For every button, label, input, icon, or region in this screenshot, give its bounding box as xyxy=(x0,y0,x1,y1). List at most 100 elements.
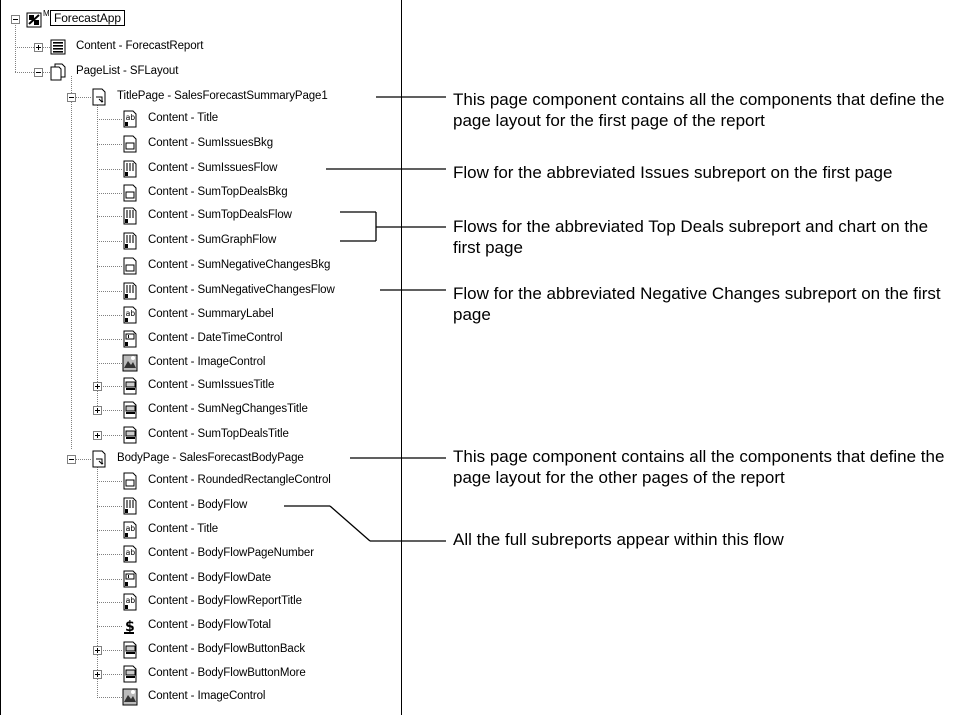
text-control-icon: ab xyxy=(122,306,138,324)
datetime-control-icon xyxy=(122,330,138,348)
callout-text: All the full subreports appear within th… xyxy=(453,530,784,549)
tree-node-label[interactable]: Content - ForecastReport xyxy=(76,40,204,52)
expand-node-button[interactable] xyxy=(34,43,43,52)
tree-node-label[interactable]: Content - Title xyxy=(148,523,219,535)
tree-node-label[interactable]: Content - BodyFlowTotal xyxy=(148,619,271,631)
tree-node-label[interactable]: Content - DateTimeControl xyxy=(148,332,283,344)
tree-connector-vertical xyxy=(97,463,98,698)
tree-node-label[interactable]: Content - ImageControl xyxy=(148,690,266,702)
tree-node-label[interactable]: Content - SumGraphFlow xyxy=(148,234,277,246)
tree-node-label[interactable]: Content - SumNegativeChangesFlow xyxy=(148,284,335,296)
tree-node-label[interactable]: ForecastApp xyxy=(50,10,125,26)
collapse-node-button[interactable] xyxy=(67,93,76,102)
frame-icon xyxy=(122,641,138,659)
currency-control-icon: $ xyxy=(122,617,138,635)
tree-node-label[interactable]: PageList - SFLayout xyxy=(76,65,179,77)
svg-text:ab: ab xyxy=(126,596,136,605)
tree-node-label[interactable]: Content - SumTopDealsFlow xyxy=(148,209,292,221)
rectangle-control-icon xyxy=(122,135,138,153)
flow-icon xyxy=(122,497,138,515)
tree-node-label[interactable]: TitlePage - SalesForecastSummaryPage1 xyxy=(117,90,328,102)
tree-connector-horizontal xyxy=(97,386,122,387)
collapse-node-button[interactable] xyxy=(34,68,43,77)
tree-connector-horizontal xyxy=(97,554,122,555)
tree-connector-vertical xyxy=(71,76,72,449)
tree-connector-horizontal xyxy=(97,410,122,411)
tree-node-label[interactable]: Content - SumIssuesBkg xyxy=(148,137,273,149)
tree-node-label[interactable]: BodyPage - SalesForecastBodyPage xyxy=(117,452,304,464)
expand-node-button[interactable] xyxy=(93,646,102,655)
tree-connector-horizontal xyxy=(97,481,122,482)
callout-text: Flow for the abbreviated Negative Change… xyxy=(453,284,941,324)
tree-connector-horizontal xyxy=(97,339,122,340)
tree-node-label[interactable]: Content - SumIssuesTitle xyxy=(148,379,275,391)
tree-connector-horizontal xyxy=(97,579,122,580)
tree-connector-horizontal xyxy=(97,144,122,145)
flow-icon xyxy=(122,160,138,178)
tree-node-label[interactable]: Content - SummaryLabel xyxy=(148,308,274,320)
text-control-icon: ab xyxy=(122,545,138,563)
tree-node-label[interactable]: Content - SumNegChangesTitle xyxy=(148,403,308,415)
frame-icon xyxy=(122,377,138,395)
tree-node-label[interactable]: Content - ImageControl xyxy=(148,356,266,368)
tree-connector-vertical xyxy=(97,101,98,414)
tree-connector-horizontal xyxy=(97,193,122,194)
callout-text: This page component contains all the com… xyxy=(453,90,945,130)
page-icon xyxy=(91,450,107,468)
tree-node-label[interactable]: Content - SumTopDealsTitle xyxy=(148,428,289,440)
frame-icon xyxy=(122,426,138,444)
tree-node-label[interactable]: Content - BodyFlow xyxy=(148,499,248,511)
expand-node-button[interactable] xyxy=(93,431,102,440)
tree-connector-horizontal xyxy=(97,435,122,436)
callout-text: Flows for the abbreviated Top Deals subr… xyxy=(453,217,929,257)
expand-node-button[interactable] xyxy=(93,406,102,415)
datetime-control-icon xyxy=(122,570,138,588)
tree-node-label[interactable]: Content - BodyFlowDate xyxy=(148,572,272,584)
tree-connector-horizontal xyxy=(97,697,122,698)
tree-connector-horizontal xyxy=(15,72,50,73)
tree-connector-horizontal xyxy=(97,506,122,507)
tree-node-label[interactable]: Content - SumTopDealsBkg xyxy=(148,186,288,198)
flow-icon xyxy=(122,207,138,225)
tree-connector-horizontal xyxy=(71,459,91,460)
expand-node-button[interactable] xyxy=(93,670,102,679)
tree-connector-horizontal xyxy=(97,650,122,651)
app-icon xyxy=(26,10,42,28)
collapse-node-button[interactable] xyxy=(67,455,76,464)
svg-text:ab: ab xyxy=(126,524,136,533)
tree-connector-horizontal xyxy=(97,626,122,627)
tree-connector-horizontal xyxy=(97,674,122,675)
tree-node-label[interactable]: Content - BodyFlowButtonMore xyxy=(148,667,306,679)
image-control-icon xyxy=(122,688,138,706)
rectangle-control-icon xyxy=(122,257,138,275)
tree-node-label[interactable]: Content - SumIssuesFlow xyxy=(148,162,278,174)
tree-connector-horizontal xyxy=(97,315,122,316)
text-control-icon: ab xyxy=(122,110,138,128)
tree-node-label[interactable]: Content - Title xyxy=(148,112,219,124)
tree-connector-horizontal xyxy=(97,530,122,531)
tree-node-label[interactable]: Content - BodyFlowReportTitle xyxy=(148,595,302,607)
svg-text:$: $ xyxy=(125,619,135,635)
tree-node-label[interactable]: Content - BodyFlowButtonBack xyxy=(148,643,306,655)
text-control-icon: ab xyxy=(122,521,138,539)
svg-text:ab: ab xyxy=(126,309,136,318)
root-marker: M xyxy=(43,9,50,18)
flow-icon xyxy=(122,232,138,250)
tree-node-label[interactable]: Content - BodyFlowPageNumber xyxy=(148,547,314,559)
tree-connector-horizontal xyxy=(97,241,122,242)
tree-node-label[interactable]: Content - RoundedRectangleControl xyxy=(148,474,331,486)
rectangle-control-icon xyxy=(122,184,138,202)
tree-connector-horizontal xyxy=(97,216,122,217)
tree-connector-horizontal xyxy=(97,363,122,364)
page-icon xyxy=(91,88,107,106)
frame-icon xyxy=(122,665,138,683)
tree-connector-horizontal xyxy=(15,47,50,48)
report-icon xyxy=(50,38,66,56)
frame-icon xyxy=(122,401,138,419)
text-control-icon: ab xyxy=(122,593,138,611)
tree-connector-horizontal xyxy=(97,291,122,292)
tree-node-label[interactable]: Content - SumNegativeChangesBkg xyxy=(148,259,331,271)
expand-node-button[interactable] xyxy=(93,382,102,391)
collapse-node-button[interactable] xyxy=(11,15,20,24)
